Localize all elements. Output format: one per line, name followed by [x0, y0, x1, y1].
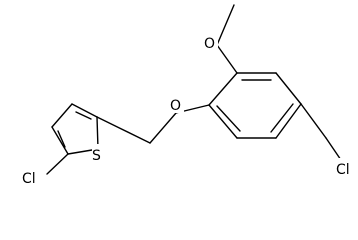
bond-c4-c5: [71, 103, 98, 118]
chemical-structure-diagram: Cl S O O Cl: [22, 4, 358, 187]
bond-c2-c3: [51, 126, 69, 155]
bond-c1-c2: [208, 72, 238, 106]
chloromethyl-bonds: [300, 103, 344, 164]
bond-methoxy-o-ch3: [216, 4, 235, 46]
bond-c3-c4: [275, 72, 302, 105]
sulfur-label: S: [92, 148, 101, 164]
bond-c3-c4: [51, 103, 73, 128]
benzene-ring: [208, 72, 302, 139]
methoxy-bonds: [216, 4, 238, 74]
chlorine-label-thiophene: Cl: [22, 171, 36, 187]
bond-ch2-o: [149, 112, 177, 144]
atom-labels: Cl S O O Cl: [22, 33, 358, 187]
bond-aryl-ch2: [300, 103, 327, 139]
chlorine-label-chloromethyl: Cl: [336, 162, 350, 178]
thiophene-ring: [51, 103, 99, 155]
ether-oxygen-label: O: [170, 98, 181, 114]
bond-c5-ch2: [96, 116, 151, 144]
bond-c4-c5-inner: [75, 111, 92, 120]
bond-c6-c1: [208, 104, 238, 139]
bond-c2-c3-inner: [57, 130, 66, 148]
methoxy-oxygen-label: O: [204, 36, 215, 52]
substituent-bonds: [46, 104, 210, 175]
bond-c6-c1-inner: [216, 105, 241, 132]
bond-c2-cl: [46, 153, 69, 175]
bond-c5-s: [96, 116, 99, 150]
bond-c4-c5: [275, 103, 302, 139]
bond-aryl-methoxy-o: [216, 44, 238, 74]
bond-c4-c5-inner: [270, 103, 294, 133]
